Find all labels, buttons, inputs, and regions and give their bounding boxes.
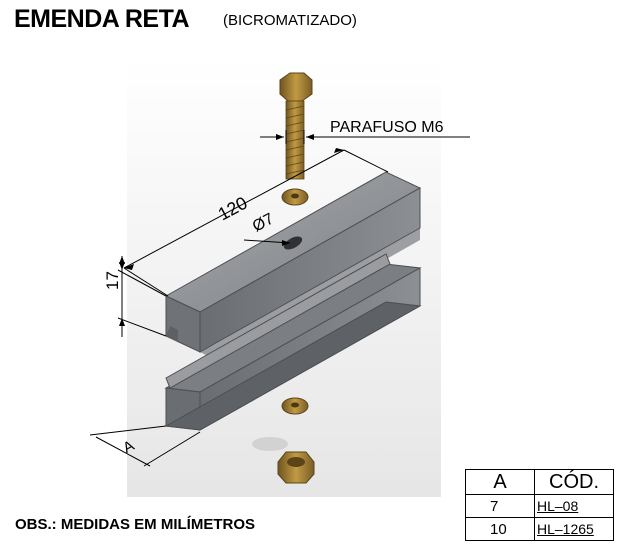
cell-code: HL–1265 [534, 517, 614, 541]
table-header-row: A CÓD. [465, 469, 614, 495]
cell-a: 10 [465, 517, 535, 541]
washer-upper [281, 188, 309, 206]
codes-table: A CÓD. 7 HL–08 10 HL–1265 [465, 469, 614, 541]
cell-a: 7 [465, 494, 535, 518]
upper-channel [164, 171, 422, 358]
dimension-arrows [119, 134, 344, 326]
table-row: 7 HL–08 [465, 494, 614, 518]
page-subtitle: (BICROMATIZADO) [223, 12, 357, 29]
bolt [279, 72, 313, 180]
washer-lower [281, 397, 309, 415]
column-header-a: A [465, 469, 535, 495]
measurement-note: OBS.: MEDIDAS EM MILÍMETROS [15, 516, 255, 533]
dim-height-label: 17 [103, 271, 122, 290]
lower-channel [164, 253, 422, 431]
shadow [252, 437, 288, 451]
dim-bolt-label: PARAFUSO M6 [330, 119, 444, 136]
table-row: 10 HL–1265 [465, 517, 614, 541]
column-header-code: CÓD. [534, 469, 614, 495]
page-title: EMENDA RETA [14, 5, 190, 33]
dimension-lines [89, 130, 470, 467]
nut [277, 451, 315, 484]
hole-mark [283, 236, 303, 250]
cell-code: HL–08 [534, 494, 614, 518]
